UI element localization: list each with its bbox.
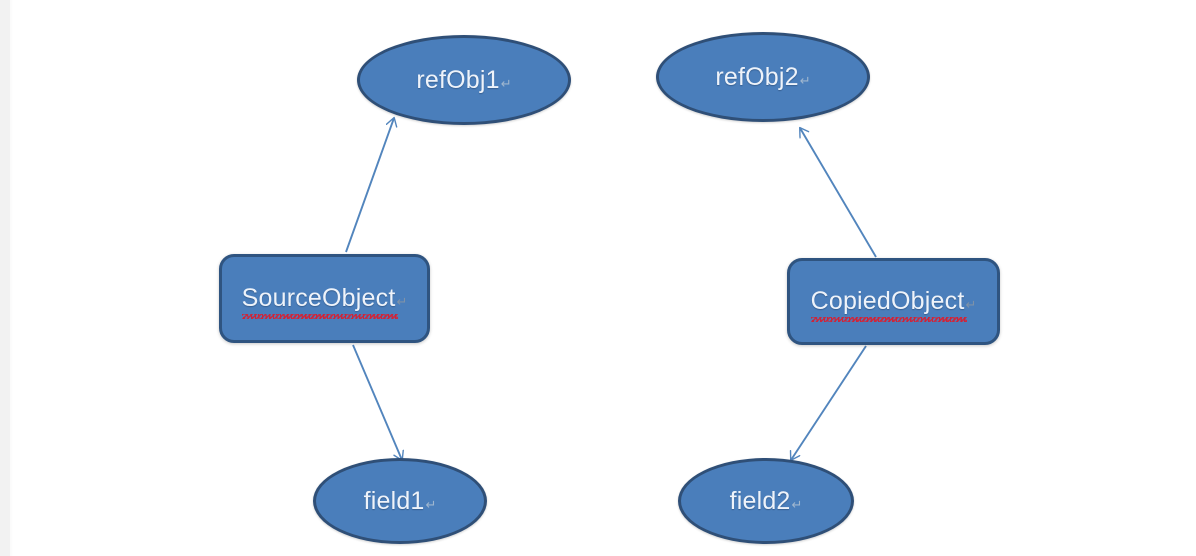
node-field1-label-wrap: field1↵ [363,486,437,515]
node-field1[interactable]: field1↵ [313,458,487,544]
node-sourceobject-label-wrap: SourceObject↵ [241,284,408,319]
node-refobj1[interactable]: refObj1↵ [357,35,571,125]
arrow-source-to-field1 [352,344,402,460]
node-field2-label-wrap: field2↵ [729,486,803,515]
paragraph-mark-icon: ↵ [791,496,803,512]
node-refobj1-label: refObj1 [416,65,500,94]
node-refobj2-label-wrap: refObj2↵ [715,62,811,91]
spellcheck-underline [810,317,968,322]
node-field1-label: field1 [363,486,425,515]
paragraph-mark-icon: ↵ [799,72,811,88]
node-refobj1-label-wrap: refObj1↵ [416,65,512,94]
node-refobj2[interactable]: refObj2↵ [656,32,870,122]
arrow-copied-to-field2 [791,345,867,460]
node-copiedobject[interactable]: CopiedObject↵ [787,258,1000,345]
left-gutter [0,0,10,556]
spellcheck-underline [241,314,399,319]
node-refobj2-label: refObj2 [715,62,799,91]
node-field2[interactable]: field2↵ [678,458,854,544]
node-copiedobject-label-wrap: CopiedObject↵ [810,287,977,322]
paragraph-mark-icon: ↵ [396,294,408,309]
paragraph-mark-icon: ↵ [425,496,437,512]
node-field2-label: field2 [729,486,791,515]
left-edge-fade [10,0,13,556]
arrow-copied-to-refObj2 [800,128,877,258]
node-sourceobject[interactable]: SourceObject↵ [219,254,430,343]
node-sourceobject-label: SourceObject [241,284,396,312]
paragraph-mark-icon: ↵ [500,75,512,91]
arrow-source-to-refObj1 [345,118,394,253]
node-copiedobject-label: CopiedObject [810,287,965,315]
paragraph-mark-icon: ↵ [965,297,977,312]
